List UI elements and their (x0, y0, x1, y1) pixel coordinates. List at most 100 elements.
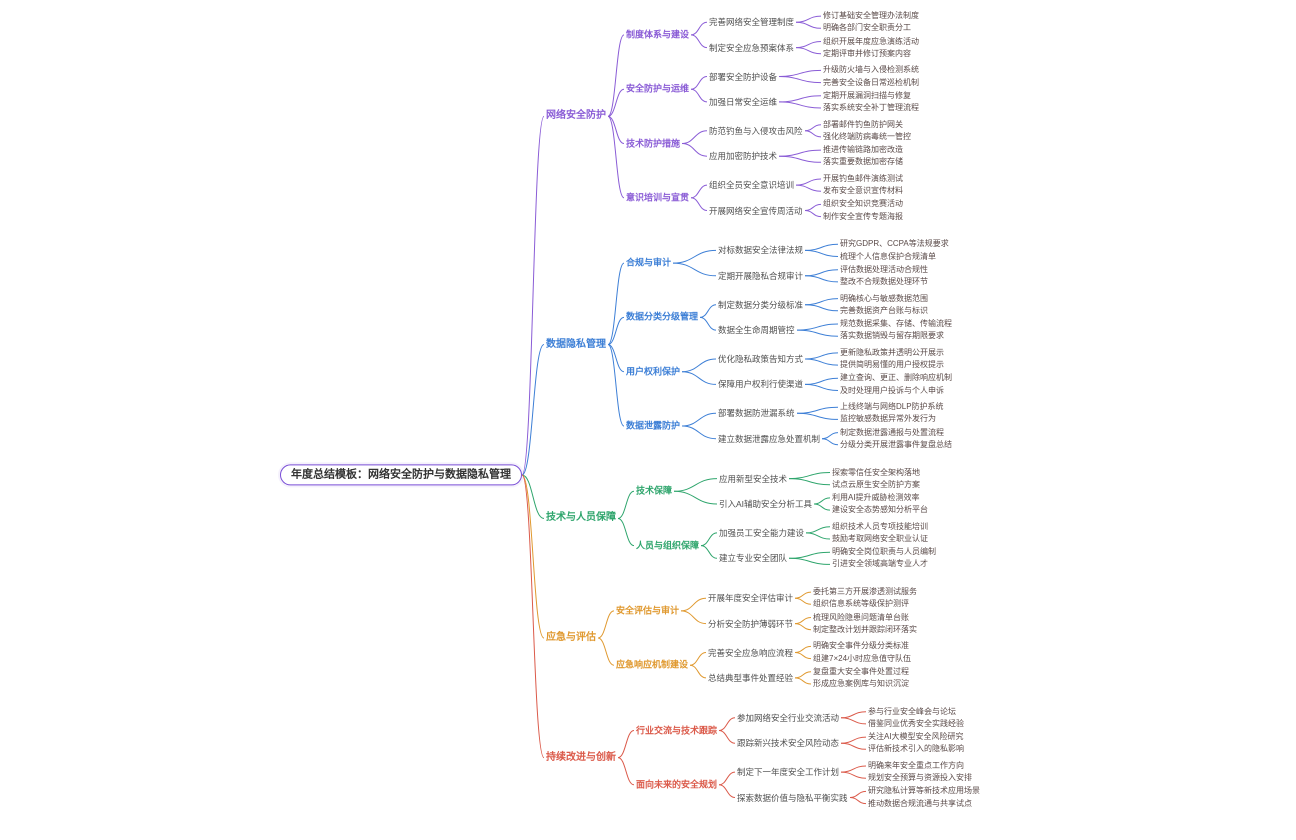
child-topic[interactable]: 参加网络安全行业交流活动 (737, 712, 840, 723)
child-topic[interactable]: 制定安全应急预案体系 (709, 42, 795, 53)
sub-topic[interactable]: 用户权利保护 (626, 366, 681, 377)
child-topic[interactable]: 部署数据防泄漏系统 (718, 408, 795, 419)
child-topic[interactable]: 制定下一年度安全工作计划 (737, 767, 840, 777)
leaf-topic[interactable]: 组建7×24小时应急值守队伍 (813, 653, 912, 663)
leaf-topic[interactable]: 定期开展漏洞扫描与修复 (823, 91, 911, 100)
child-topic[interactable]: 引入AI辅助安全分析工具 (719, 498, 813, 509)
leaf-topic[interactable]: 强化终端防病毒统一管控 (823, 132, 911, 142)
sub-topic[interactable]: 技术保障 (636, 485, 673, 496)
child-topic[interactable]: 组织全员安全意识培训 (709, 180, 795, 190)
leaf-topic[interactable]: 关注AI大模型安全风险研究 (868, 732, 964, 742)
sub-topic[interactable]: 安全评估与审计 (616, 605, 680, 616)
leaf-topic[interactable]: 更新隐私政策并透明公开展示 (840, 348, 944, 358)
leaf-topic[interactable]: 研究隐私计算等新技术应用场景 (868, 786, 980, 796)
leaf-topic[interactable]: 鼓励考取网络安全职业认证 (832, 534, 928, 544)
child-topic[interactable]: 加强日常安全运维 (709, 96, 778, 107)
sub-topic[interactable]: 制度体系与建设 (626, 29, 690, 40)
leaf-topic[interactable]: 推进传输链路加密改造 (823, 145, 903, 155)
leaf-topic[interactable]: 监控敏感数据异常外发行为 (840, 414, 936, 424)
child-topic[interactable]: 加强员工安全能力建设 (719, 527, 805, 538)
leaf-topic[interactable]: 评估数据处理活动合规性 (840, 264, 928, 274)
leaf-topic[interactable]: 落实重要数据加密存储 (823, 157, 903, 167)
child-topic[interactable]: 建立数据泄露应急处置机制 (718, 433, 821, 444)
leaf-topic[interactable]: 推动数据合规流通与共享试点 (868, 798, 972, 808)
sub-topic[interactable]: 意识培训与宣贯 (626, 192, 690, 203)
leaf-topic[interactable]: 明确来年安全重点工作方向 (868, 761, 964, 771)
child-topic[interactable]: 应用新型安全技术 (719, 473, 788, 484)
leaf-topic[interactable]: 复盘重大安全事件处置过程 (813, 667, 909, 676)
leaf-topic[interactable]: 修订基础安全管理办法制度 (823, 11, 919, 21)
leaf-topic[interactable]: 利用AI提升威胁检测效率 (832, 493, 920, 503)
child-topic[interactable]: 建立专业安全团队 (719, 553, 788, 564)
leaf-topic[interactable]: 明确安全事件分级分类标准 (813, 641, 909, 651)
sub-topic[interactable]: 面向未来的安全规划 (636, 779, 718, 790)
child-topic[interactable]: 分析安全防护薄弱环节 (708, 618, 794, 629)
leaf-topic[interactable]: 引进安全领域高端专业人才 (832, 559, 928, 569)
leaf-topic[interactable]: 梳理个人信息保护合规清单 (840, 251, 936, 261)
child-topic[interactable]: 总结典型事件处置经验 (708, 672, 794, 683)
leaf-topic[interactable]: 及时处理用户投诉与个人申诉 (840, 385, 944, 395)
branch-label[interactable]: 网络安全防护 (546, 110, 606, 122)
sub-topic[interactable]: 合规与审计 (626, 257, 672, 268)
child-topic[interactable]: 探索数据价值与隐私平衡实践 (737, 792, 848, 803)
leaf-topic[interactable]: 发布安全意识宣传材料 (823, 186, 903, 196)
leaf-topic[interactable]: 上线终端与网络DLP防护系统 (840, 402, 944, 412)
child-topic[interactable]: 数据全生命周期管控 (718, 325, 795, 335)
leaf-topic[interactable]: 组织信息系统等级保护测评 (813, 599, 909, 609)
leaf-topic[interactable]: 开展钓鱼邮件演练测试 (823, 174, 903, 184)
leaf-topic[interactable]: 建立查询、更正、删除响应机制 (840, 373, 952, 383)
leaf-topic[interactable]: 部署邮件钓鱼防护网关 (823, 119, 903, 129)
leaf-topic[interactable]: 委托第三方开展渗透测试服务 (813, 587, 917, 597)
sub-topic[interactable]: 数据泄露防护 (626, 420, 681, 431)
leaf-topic[interactable]: 试点云原生安全防护方案 (832, 479, 920, 489)
child-topic[interactable]: 跟踪新兴技术安全风险动态 (737, 738, 840, 749)
central-topic[interactable]: 年度总结模板：网络安全防护与数据隐私管理 (280, 464, 522, 486)
child-topic[interactable]: 完善安全应急响应流程 (708, 647, 794, 658)
leaf-topic[interactable]: 分级分类开展泄露事件复盘总结 (840, 440, 952, 449)
child-topic[interactable]: 部署安全防护设备 (709, 71, 778, 82)
leaf-topic[interactable]: 组织安全知识竞赛活动 (823, 199, 903, 209)
child-topic[interactable]: 制定数据分类分级标准 (718, 299, 804, 310)
leaf-topic[interactable]: 完善安全设备日常巡检机制 (823, 77, 919, 87)
leaf-topic[interactable]: 组织技术人员专项技能培训 (832, 522, 928, 531)
child-topic[interactable]: 防范钓鱼与入侵攻击风险 (709, 125, 803, 136)
leaf-topic[interactable]: 明确安全岗位职责与人员编制 (832, 547, 936, 557)
leaf-topic[interactable]: 探索零信任安全架构落地 (832, 467, 920, 477)
branch-label[interactable]: 应急与评估 (546, 632, 596, 644)
leaf-topic[interactable]: 明确核心与敏感数据范围 (840, 293, 928, 303)
leaf-topic[interactable]: 建设安全态势感知分析平台 (832, 505, 928, 515)
leaf-topic[interactable]: 梳理风险隐患问题清单台账 (813, 612, 909, 622)
sub-topic[interactable]: 应急响应机制建设 (616, 659, 689, 670)
child-topic[interactable]: 定期开展隐私合规审计 (718, 270, 804, 281)
leaf-topic[interactable]: 落实数据销毁与留存期限要求 (840, 331, 944, 341)
sub-topic[interactable]: 数据分类分级管理 (626, 311, 699, 322)
sub-topic[interactable]: 人员与组织保障 (636, 540, 700, 551)
leaf-topic[interactable]: 组织开展年度应急演练活动 (823, 36, 919, 46)
leaf-topic[interactable]: 研究GDPR、CCPA等法规要求 (840, 239, 949, 249)
child-topic[interactable]: 开展网络安全宣传周活动 (709, 205, 803, 216)
leaf-topic[interactable]: 落实系统安全补丁管理流程 (823, 103, 919, 113)
leaf-topic[interactable]: 参与行业安全峰会与论坛 (868, 706, 956, 716)
leaf-topic[interactable]: 制定数据泄露通报与处置流程 (840, 427, 944, 437)
leaf-topic[interactable]: 规划安全预算与资源投入安排 (868, 773, 972, 783)
child-topic[interactable]: 保障用户权利行使渠道 (718, 379, 804, 390)
leaf-topic[interactable]: 制作安全宣传专题海报 (823, 211, 903, 221)
child-topic[interactable]: 完善网络安全管理制度 (709, 17, 795, 28)
child-topic[interactable]: 开展年度安全评估审计 (708, 593, 794, 604)
leaf-topic[interactable]: 制定整改计划并跟踪闭环落实 (813, 624, 917, 634)
leaf-topic[interactable]: 规范数据采集、存储、传输流程 (840, 319, 952, 329)
branch-label[interactable]: 数据隐私管理 (546, 338, 606, 350)
leaf-topic[interactable]: 形成应急案例库与知识沉淀 (813, 679, 909, 689)
branch-label[interactable]: 持续改进与创新 (546, 751, 616, 763)
leaf-topic[interactable]: 完善数据资产台账与标识 (840, 306, 928, 315)
child-topic[interactable]: 应用加密防护技术 (709, 151, 778, 162)
sub-topic[interactable]: 技术防护措施 (626, 138, 681, 149)
leaf-topic[interactable]: 升级防火墙与入侵检测系统 (823, 65, 919, 75)
leaf-topic[interactable]: 评估新技术引入的隐私影响 (868, 744, 964, 754)
leaf-topic[interactable]: 整改不合规数据处理环节 (840, 277, 928, 287)
leaf-topic[interactable]: 提供简明易懂的用户授权提示 (840, 360, 944, 370)
branch-label[interactable]: 技术与人员保障 (546, 512, 616, 524)
leaf-topic[interactable]: 借鉴同业优秀安全实践经验 (868, 719, 964, 729)
leaf-topic[interactable]: 明确各部门安全职责分工 (823, 23, 911, 33)
child-topic[interactable]: 对标数据安全法律法规 (718, 245, 804, 256)
